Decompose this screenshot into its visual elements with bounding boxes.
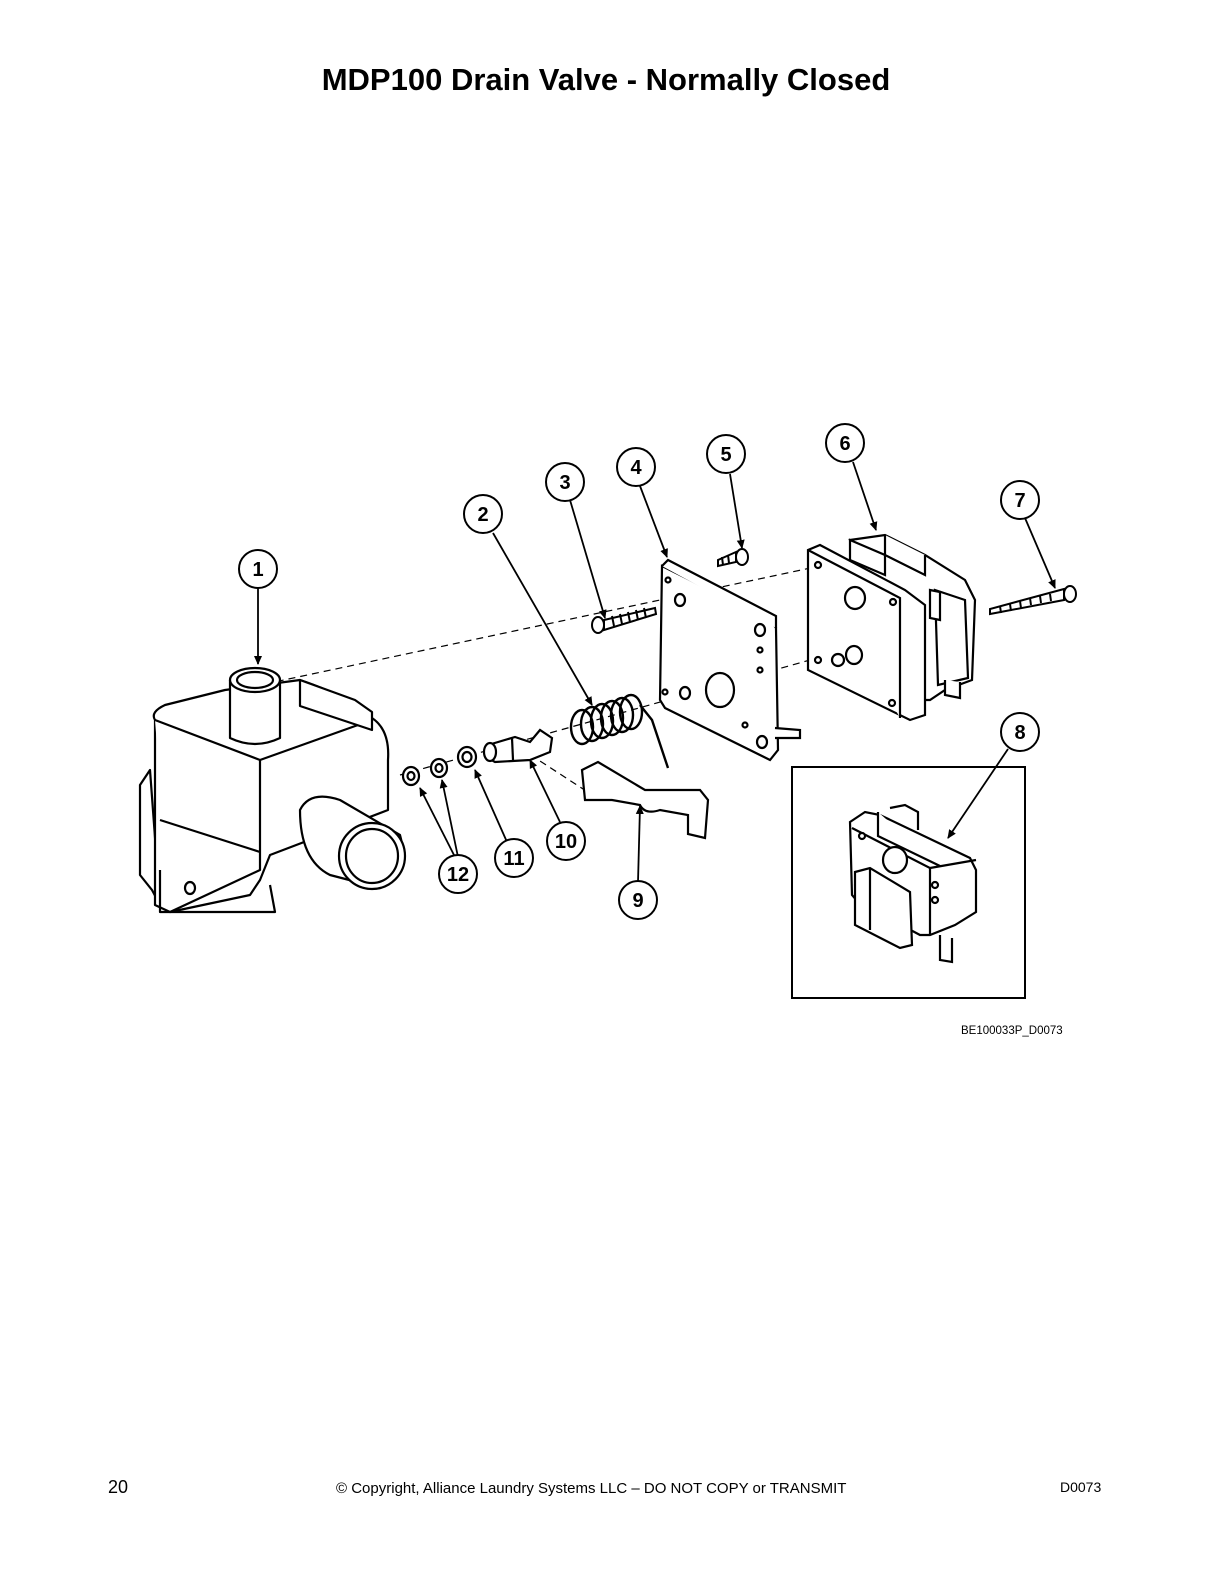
callout-3: 3 (545, 462, 585, 502)
svg-text:1: 1 (252, 559, 263, 581)
callout-5: 5 (706, 434, 746, 474)
callout-2: 2 (463, 494, 503, 534)
page-title: MDP100 Drain Valve - Normally Closed (321, 62, 891, 97)
alt-motor-part (848, 803, 978, 964)
motor-screw-part (989, 585, 1077, 616)
plunger-part (482, 728, 554, 764)
motor-part (806, 533, 977, 722)
svg-text:8: 8 (1014, 722, 1025, 744)
svg-text:2: 2 (477, 504, 488, 526)
callout-12: 12 (438, 854, 478, 894)
document-id: D0073 (1060, 1479, 1102, 1495)
mounting-plate-part (658, 558, 802, 762)
inset-box (791, 766, 1026, 999)
svg-text:11: 11 (503, 848, 524, 870)
figure-code: BE100033P_D0073 (961, 1025, 1063, 1037)
callout-8: 8 (1000, 712, 1040, 752)
page-number: 20 (108, 1477, 129, 1497)
callout-11: 11 (494, 838, 534, 878)
svg-text:5: 5 (720, 444, 731, 466)
callout-7: 7 (1000, 480, 1040, 520)
washers-part (401, 745, 478, 787)
short-screw-part (717, 548, 749, 568)
callout-1: 1 (238, 549, 278, 589)
svg-text:3: 3 (559, 472, 570, 494)
bracket-part (580, 760, 710, 840)
svg-text:7: 7 (1014, 490, 1025, 512)
long-screw-part (591, 606, 658, 634)
valve-body-part (138, 666, 407, 914)
svg-text:6: 6 (839, 433, 850, 455)
svg-text:9: 9 (632, 890, 643, 912)
svg-text:12: 12 (447, 864, 469, 886)
leader-arrows (254, 461, 1056, 883)
svg-text:4: 4 (630, 457, 642, 479)
callout-4: 4 (616, 447, 656, 487)
callout-6: 6 (825, 423, 865, 463)
callout-10: 10 (546, 821, 586, 861)
callout-9: 9 (618, 880, 658, 920)
svg-text:10: 10 (555, 831, 577, 853)
copyright-notice: © Copyright, Alliance Laundry Systems LL… (336, 1480, 847, 1497)
spring-part (569, 693, 670, 769)
